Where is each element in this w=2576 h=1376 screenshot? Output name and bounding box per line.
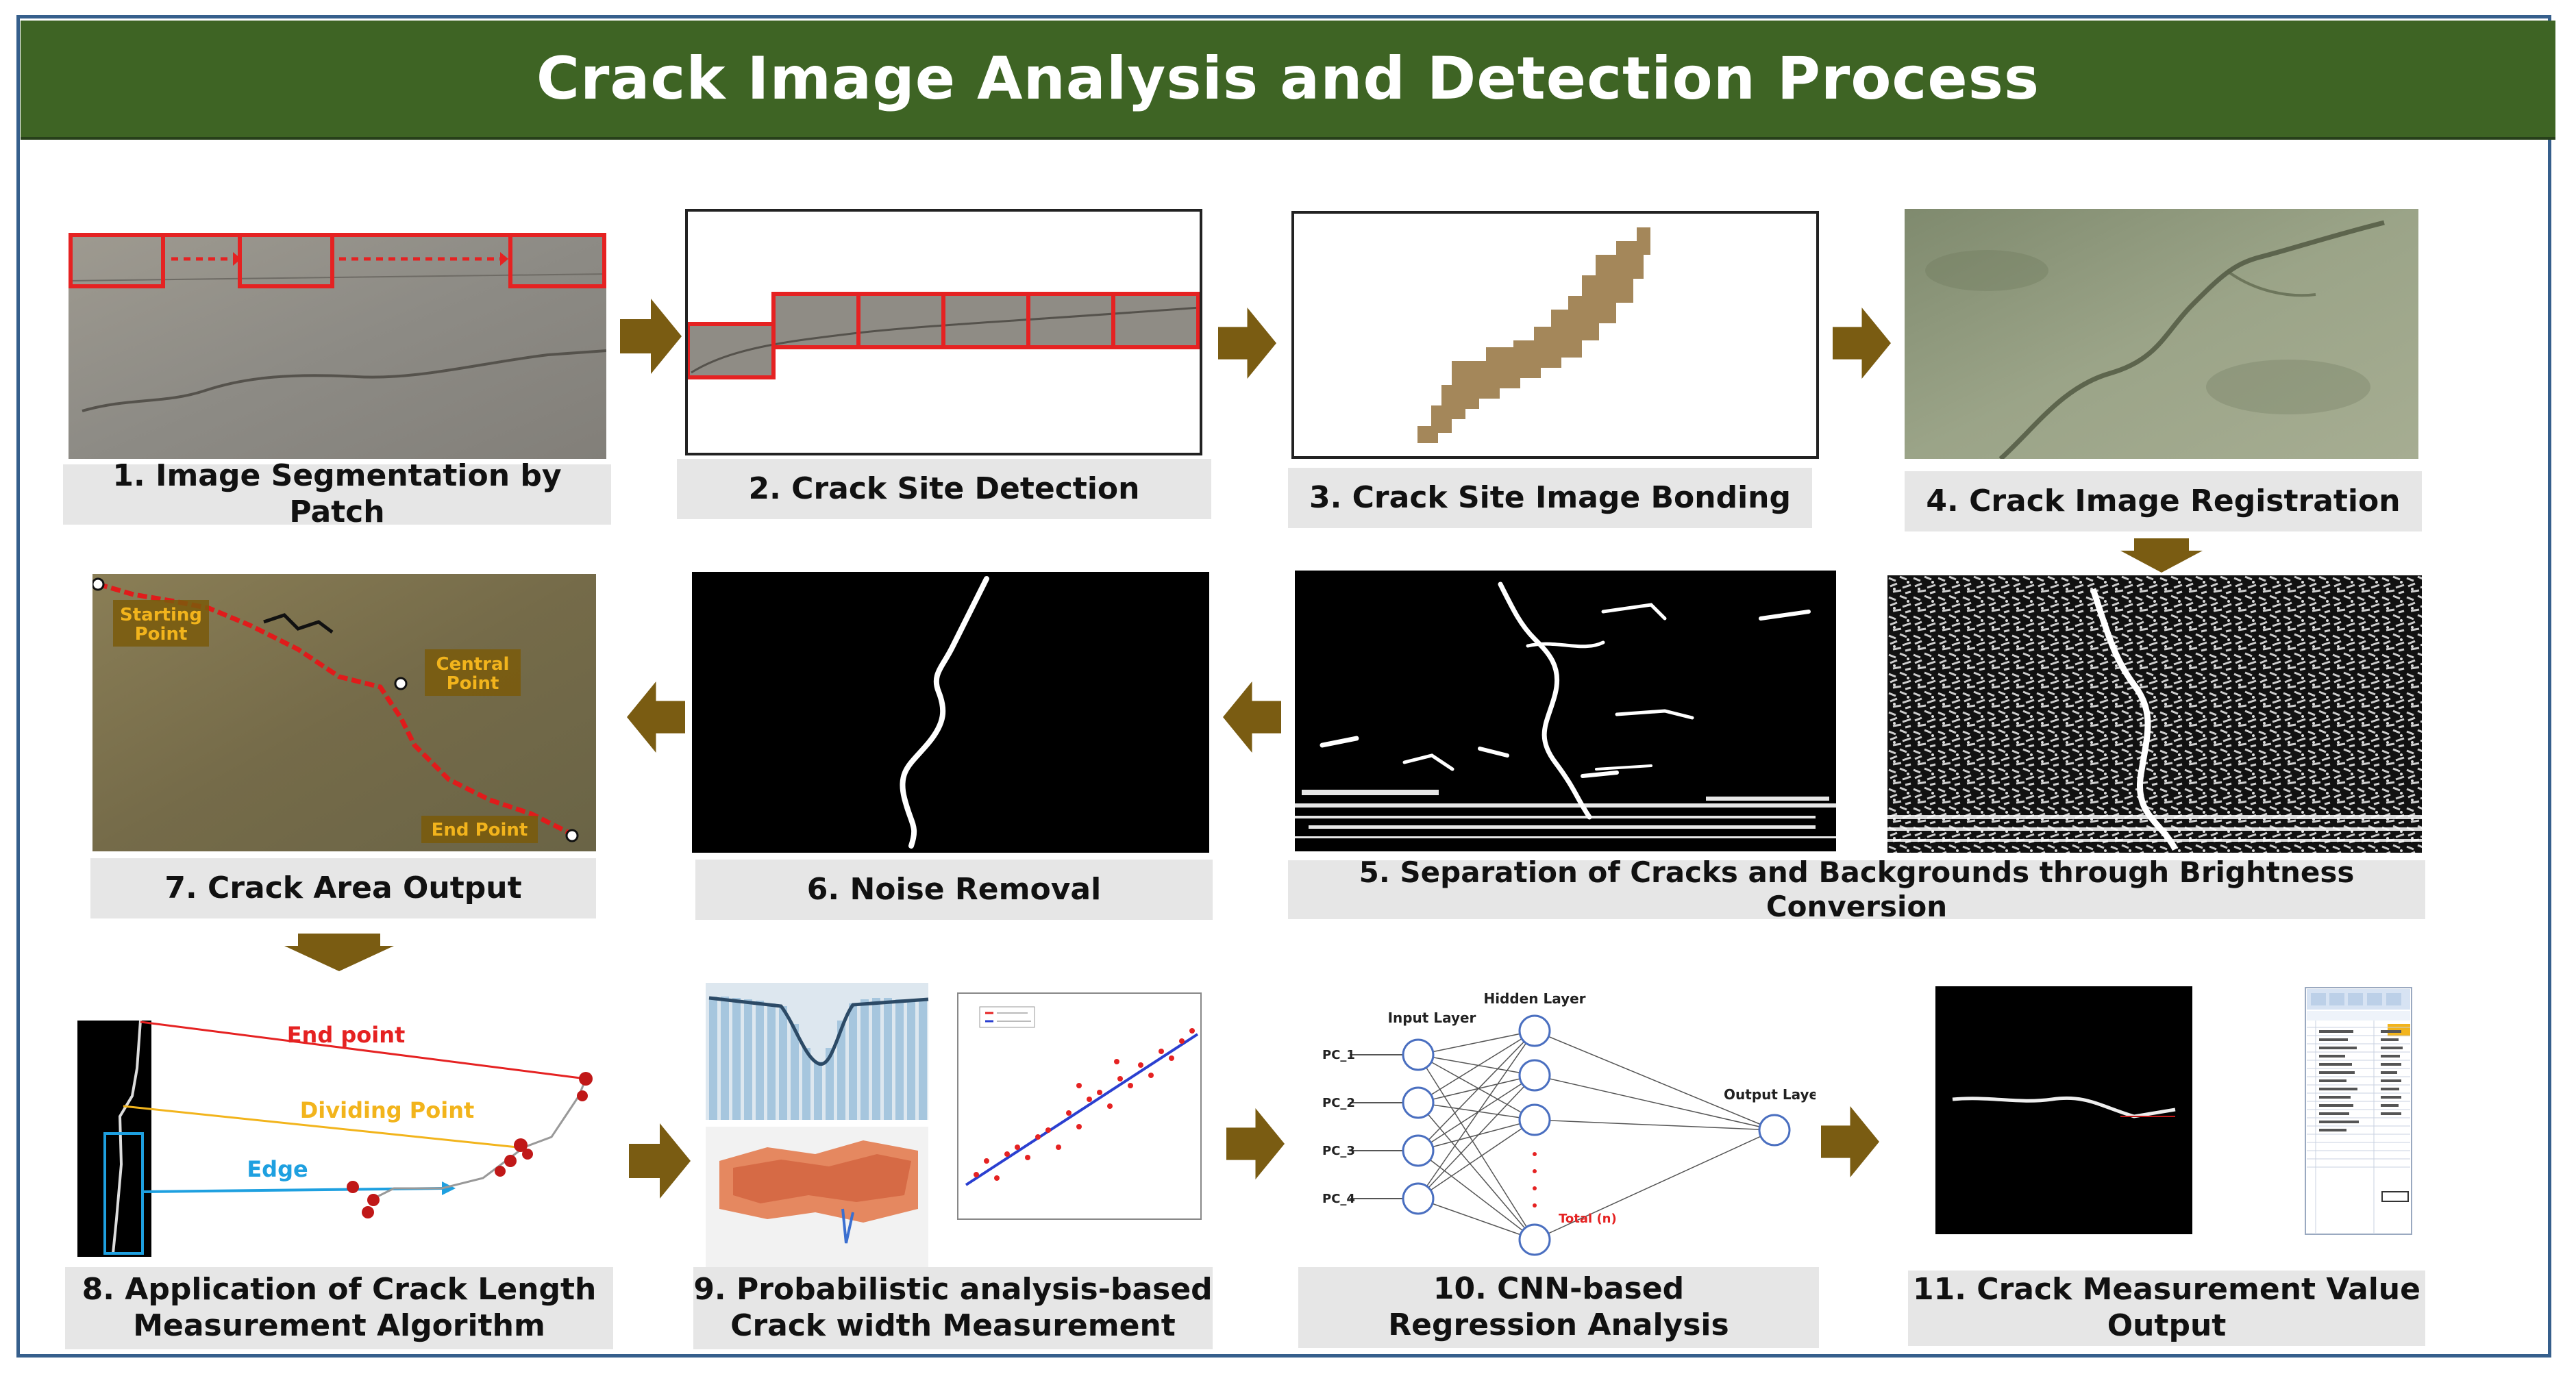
panel-measurement-output [1935, 986, 2415, 1236]
input-pc2: PC_2 [1322, 1096, 1355, 1110]
arrow-left-icon [627, 679, 685, 758]
panel-crack-area-output: Starting Point Central Point End Point [92, 574, 596, 851]
central-point-label-1: Central [436, 654, 510, 675]
total-n-text: Total (n) [1559, 1212, 1617, 1226]
step-7-label: 7. Crack Area Output [90, 858, 596, 918]
input-pc4: PC_4 [1322, 1192, 1355, 1206]
step-4-label: 4. Crack Image Registration [1905, 471, 2422, 531]
panel-crack-image-registration [1905, 209, 2418, 459]
end-point-text: End point [287, 1022, 406, 1048]
step-8-line-2: Measurement Algorithm [133, 1308, 545, 1343]
panel-cnn-network: Input Layer Hidden Layer Output Layer PC… [1295, 976, 1816, 1264]
input-layer-text: Input Layer [1388, 1010, 1476, 1026]
step-6-label: 6. Noise Removal [695, 860, 1213, 920]
arrow-down-icon [284, 934, 394, 974]
title-banner: Crack Image Analysis and Detection Proce… [21, 21, 2555, 137]
input-pc3: PC_3 [1322, 1144, 1355, 1158]
step-8-label: 8. Application of Crack Length Measureme… [65, 1267, 613, 1349]
step-8-line-1: 8. Application of Crack Length [82, 1272, 597, 1308]
panel-length-algorithm: End point Dividing Point Edge [72, 1014, 620, 1260]
arrow-left-icon [1223, 679, 1281, 758]
hidden-layer-text: Hidden Layer [1483, 990, 1585, 1007]
panel-brightness-separation-b [1887, 575, 2422, 853]
step-10-line-2: Regression Analysis [1388, 1308, 1729, 1342]
step-9-label: 9. Probabilistic analysis-based Crack wi… [693, 1267, 1213, 1349]
step-11-label: 11. Crack Measurement Value Output [1908, 1271, 2425, 1346]
arrow-right-icon [629, 1123, 691, 1201]
start-point-label-2: Point [135, 624, 188, 645]
step-9-line-2: Crack width Measurement [730, 1308, 1176, 1343]
panel-image-segmentation [69, 233, 606, 459]
step-3-label: 3. Crack Site Image Bonding [1288, 468, 1812, 528]
step-9-line-1: 9. Probabilistic analysis-based [693, 1272, 1213, 1308]
arrow-right-icon [620, 299, 682, 377]
end-point-label: End Point [432, 820, 528, 840]
panel-crack-site-bonding [1291, 211, 1819, 459]
panel-crack-site-detection [685, 209, 1202, 455]
edge-text: Edge [247, 1156, 308, 1182]
arrow-right-icon [1821, 1104, 1879, 1182]
page-title: Crack Image Analysis and Detection Proce… [536, 45, 2040, 113]
panel-noise-removal [692, 572, 1209, 853]
start-point-label-1: Starting [120, 605, 202, 625]
arrow-right-icon [1226, 1106, 1285, 1184]
input-pc1: PC_1 [1322, 1048, 1355, 1062]
step-1-label: 1. Image Segmentation by Patch [63, 458, 611, 529]
step-10-label: 10. CNN-based Regression Analysis [1298, 1267, 1819, 1348]
panel-probabilistic-analysis [706, 983, 1206, 1271]
dividing-point-text: Dividing Point [300, 1097, 475, 1123]
output-layer-text: Output Layer [1724, 1086, 1816, 1103]
step-10-line-1: 10. CNN-based [1433, 1271, 1685, 1307]
step-2-label: 2. Crack Site Detection [677, 459, 1211, 519]
arrow-right-icon [1218, 305, 1276, 384]
panel-brightness-separation-a [1295, 571, 1836, 851]
arrow-right-icon [1833, 305, 1891, 384]
central-point-label-2: Point [447, 673, 499, 694]
arrow-down-icon [2120, 538, 2203, 575]
step-5-label: 5. Separation of Cracks and Backgrounds … [1288, 855, 2425, 923]
